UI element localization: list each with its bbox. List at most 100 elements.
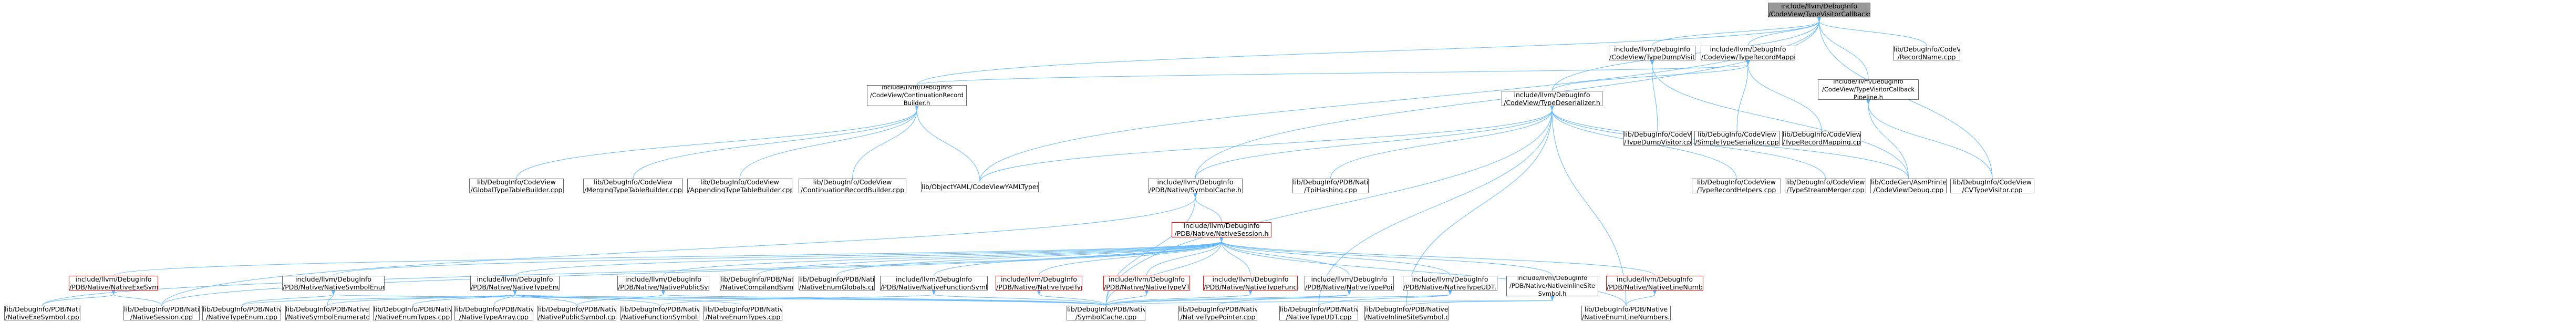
node-sts-cpp[interactable]: lib/DebugInfo/CodeView/SimpleTypeSeriali…: [1694, 131, 1780, 146]
node-nfunc-cpp[interactable]: lib/DebugInfo/PDB/Native/NativeFunctionS…: [620, 305, 699, 320]
node-mtt-cpp[interactable]: lib/DebugInfo/CodeView/MergingTypeTableB…: [583, 178, 683, 193]
node-label-line: include/llvm/DebugInfo: [1514, 91, 1590, 99]
node-label-line: lib/DebugInfo/PDB/Native: [538, 305, 616, 313]
node-label-line: include/llvm/DebugInfo: [1517, 275, 1588, 282]
node-nln-h[interactable]: include/llvm/DebugInfo/PDB/Native/Native…: [1606, 275, 1703, 290]
node-label-line: include/llvm/DebugInfo: [896, 275, 972, 283]
node-neg-cpp[interactable]: lib/DebugInfo/PDB/Native/NativeEnumGloba…: [799, 275, 875, 290]
dependency-edge: [1318, 289, 1453, 306]
node-ncomp-cpp[interactable]: lib/DebugInfo/PDB/Native/NativeCompiland…: [720, 275, 793, 290]
node-label-line: include/llvm/DebugInfo: [1617, 275, 1693, 283]
node-crb-cpp[interactable]: lib/DebugInfo/CodeView/ContinuationRecor…: [799, 178, 906, 193]
node-nenumtypes-cpp[interactable]: lib/DebugInfo/PDB/Native/NativeEnumTypes…: [373, 305, 452, 320]
node-symcache-cpp[interactable]: lib/DebugInfo/PDB/Native/SymbolCache.cpp: [1067, 305, 1145, 320]
node-label-line: include/llvm/DebugInfo: [1614, 46, 1690, 54]
node-label-line: /NativePublicSymbol.cpp: [538, 313, 616, 320]
dependency-edge: [659, 289, 937, 306]
node-tdv-h[interactable]: include/llvm/DebugInfo/CodeView/TypeDump…: [1609, 46, 1695, 61]
dependency-edge: [1219, 236, 1553, 276]
dependency-edge: [914, 105, 980, 182]
node-ntvs-h[interactable]: include/llvm/DebugInfo/PDB/Native/Native…: [1103, 275, 1190, 290]
dependency-edge: [330, 289, 1106, 306]
node-crb-h[interactable]: include/llvm/DebugInfo/CodeView/Continua…: [867, 85, 967, 106]
dependency-edge: [1105, 105, 1555, 306]
node-label-line: /PDB/Native/NativeTypePointer.h: [1305, 283, 1393, 290]
node-label-line: lib/DebugInfo/CodeView: [1953, 178, 2032, 186]
dependency-edge: [161, 236, 1224, 306]
dependency-edge: [1406, 105, 1555, 306]
node-symcache-h[interactable]: include/llvm/DebugInfo/PDB/Native/Symbol…: [1148, 178, 1243, 193]
dependency-edge: [1747, 16, 1822, 46]
node-label-line: lib/DebugInfo/PDB/Native: [1179, 305, 1257, 313]
node-trh-cpp[interactable]: lib/DebugInfo/CodeView/TypeRecordHelpers…: [1692, 178, 1781, 193]
node-codeviewdebug-cpp[interactable]: lib/CodeGen/AsmPrinter/CodeViewDebug.cpp: [1870, 178, 1947, 193]
dependency-edge: [1105, 289, 1253, 306]
dependency-edge: [1105, 236, 1224, 306]
node-recordname[interactable]: lib/DebugInfo/CodeView/RecordName.cpp: [1893, 46, 1960, 61]
node-label-line: lib/DebugInfo/PDB/Native: [1365, 305, 1449, 313]
dependency-edge: [979, 105, 1555, 182]
node-npub-cpp[interactable]: lib/DebugInfo/PDB/Native/NativePublicSym…: [537, 305, 616, 320]
node-tdv-cpp[interactable]: lib/DebugInfo/CodeView/TypeDumpVisitor.c…: [1623, 131, 1692, 146]
node-nexe-cpp[interactable]: lib/DebugInfo/PDB/Native/NativeExeSymbol…: [4, 305, 80, 320]
node-nis-h[interactable]: include/llvm/DebugInfo/PDB/Native/Native…: [1506, 275, 1598, 297]
node-tdes-h[interactable]: include/llvm/DebugInfo/CodeView/TypeDese…: [1502, 91, 1602, 106]
node-ntarray-cpp[interactable]: lib/DebugInfo/PDB/Native/NativeTypeArray…: [454, 305, 533, 320]
node-label-line: Builder.h: [903, 99, 930, 106]
node-label-line: /TpiHashing.cpp: [1304, 185, 1357, 193]
node-label-line: lib/DebugInfo/CodeView: [1698, 131, 1776, 139]
node-nis-cpp[interactable]: lib/DebugInfo/PDB/Native/NativeInlineSit…: [1364, 305, 1449, 320]
dependency-edge: [412, 289, 518, 306]
node-tvcp-h[interactable]: include/llvm/DebugInfo/CodeView/TypeVisi…: [1818, 79, 1919, 100]
node-label-line: /NativeFunctionSymbol.cpp: [621, 313, 699, 320]
node-yaml-cpp[interactable]: lib/ObjectYAML/CodeViewYAMLTypes.cpp: [921, 181, 1039, 192]
node-label-line: lib/DebugInfo/PDB/Native: [1584, 305, 1668, 313]
node-label-line: lib/DebugInfo/PDB/Native: [455, 305, 533, 313]
node-label-line: /PDB/Native/NativeSession.h: [1174, 230, 1269, 237]
node-trm-h[interactable]: include/llvm/DebugInfo/CodeView/TypeReco…: [1701, 46, 1795, 61]
dependency-edge: [1817, 16, 1869, 79]
dependency-edge: [1195, 105, 1555, 179]
node-tsm-cpp[interactable]: lib/DebugInfo/CodeView/TypeStreamMerger.…: [1785, 178, 1866, 193]
node-label-line: lib/DebugInfo/CodeView: [594, 178, 673, 186]
node-nse-h[interactable]: include/llvm/DebugInfo/PDB/Native/Native…: [282, 275, 385, 290]
node-ntudt-h[interactable]: include/llvm/DebugInfo/PDB/Native/Native…: [1403, 275, 1497, 290]
node-nelin-cpp[interactable]: lib/DebugInfo/PDB/Native/NativeEnumLineN…: [1581, 305, 1671, 320]
node-nenumtypes2-cpp[interactable]: lib/DebugInfo/PDB/Native/NativeEnumTypes…: [704, 305, 782, 320]
dependency-edge: [1551, 60, 1751, 91]
node-nfs-h[interactable]: include/llvm/DebugInfo/PDB/Native/Native…: [880, 275, 988, 290]
node-cvtv-cpp[interactable]: lib/DebugInfo/CodeView/CVTypeVisitor.cpp: [1950, 178, 2034, 193]
node-label-line: /SymbolCache.cpp: [1075, 313, 1137, 320]
dependency-edge: [633, 105, 919, 179]
node-label-line: /PDB/Native/NativeTypeUDT.h: [1403, 283, 1497, 290]
node-nsess-cpp[interactable]: lib/DebugInfo/PDB/Native/NativeSession.c…: [123, 305, 200, 320]
node-label-line: /PDB/Native/NativeLineNumber.h: [1607, 283, 1703, 290]
node-nsess-h[interactable]: include/llvm/DebugInfo/PDB/Native/Native…: [1172, 222, 1271, 237]
node-ntenum-cpp[interactable]: lib/DebugInfo/PDB/Native/NativeTypeEnum.…: [202, 305, 281, 320]
node-ntfs-h[interactable]: include/llvm/DebugInfo/PDB/Native/Native…: [1203, 275, 1298, 290]
node-nsenum-cpp[interactable]: lib/DebugInfo/PDB/Native/NativeSymbolEnu…: [285, 305, 369, 320]
node-label-line: lib/DebugInfo/PDB/Native: [203, 305, 281, 313]
node-trm-cpp[interactable]: lib/DebugInfo/CodeView/TypeRecordMapping…: [1782, 131, 1861, 146]
node-label-line: include/llvm/DebugInfo: [477, 275, 553, 283]
node-gtt-cpp[interactable]: lib/DebugInfo/CodeView/GlobalTypeTableBu…: [469, 178, 564, 193]
node-label-line: /NativeSession.cpp: [130, 313, 193, 320]
dependency-edge: [932, 289, 1106, 306]
node-npub-h[interactable]: include/llvm/DebugInfo/PDB/Native/Native…: [617, 275, 709, 290]
node-label-line: lib/DebugInfo/CodeView: [1697, 178, 1776, 186]
node-label-line: /NativeInlineSiteSymbol.cpp: [1365, 313, 1449, 320]
node-nte-h[interactable]: include/llvm/DebugInfo/PDB/Native/Native…: [470, 275, 560, 290]
node-ntudt-cpp[interactable]: lib/DebugInfo/PDB/Native/NativeTypeUDT.c…: [1279, 305, 1358, 320]
node-ntptr-cpp[interactable]: lib/DebugInfo/PDB/Native/NativeTypePoint…: [1178, 305, 1257, 320]
node-tpihash-cpp[interactable]: lib/DebugInfo/PDB/Native/TpiHashing.cpp: [1292, 178, 1369, 193]
node-label-line: /TypeRecordMapping.cpp: [1783, 138, 1861, 146]
node-att-cpp[interactable]: lib/DebugInfo/CodeView/AppendingTypeTabl…: [687, 178, 792, 193]
node-nexe-h[interactable]: include/llvm/DebugInfo/PDB/Native/Native…: [69, 275, 158, 290]
node-label-line: /TypeStreamMerger.cpp: [1786, 185, 1865, 193]
node-nttd-h[interactable]: include/llvm/DebugInfo/PDB/Native/Native…: [996, 275, 1082, 290]
dependency-edge: [512, 289, 660, 306]
node-ntp-h[interactable]: include/llvm/DebugInfo/PDB/Native/Native…: [1305, 275, 1394, 290]
node-root[interactable]: include/llvm/DebugInfo/CodeView/TypeVisi…: [1768, 2, 1870, 17]
node-label-line: /MergingTypeTableBuilder.cpp: [584, 185, 682, 193]
